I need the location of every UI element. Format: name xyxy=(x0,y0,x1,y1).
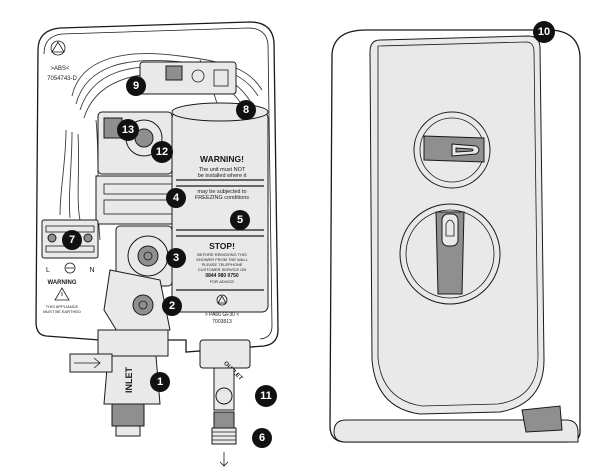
callout-10: 10 xyxy=(533,21,555,43)
callout-3: 3 xyxy=(166,248,186,268)
open-shower-unit: >ABS< 7054743-D xyxy=(35,21,279,467)
terminal-earth-label: L xyxy=(46,267,50,274)
warning-triangle-icon xyxy=(54,287,70,301)
callout-1-label: 1 xyxy=(157,376,163,388)
callout-9: 9 xyxy=(126,76,146,96)
callout-5-label: 5 xyxy=(237,214,243,226)
callout-13-label: 13 xyxy=(122,124,134,136)
callout-5: 5 xyxy=(230,210,250,230)
callout-4-label: 4 xyxy=(173,192,180,204)
heater-tank: WARNING! The unit must NOT be installed … xyxy=(171,102,269,325)
callout-13: 13 xyxy=(117,119,139,141)
outlet-connection: OUTLET xyxy=(199,339,251,467)
callout-11-label: 11 xyxy=(260,390,272,402)
callout-12-label: 12 xyxy=(156,146,168,158)
part-code: 7054743-D xyxy=(47,76,77,82)
callout-10-label: 10 xyxy=(538,26,550,38)
callout-7: 7 xyxy=(62,230,82,250)
tank-stop-line-4: CUSTOMER SERVICE ON xyxy=(198,267,247,272)
tank-warning-title: WARNING! xyxy=(200,154,244,164)
top-assembly xyxy=(139,61,237,95)
callout-2: 2 xyxy=(162,296,182,316)
callout-8: 8 xyxy=(236,100,256,120)
callout-1: 1 xyxy=(150,372,170,392)
tank-warning-line-4: FREEZING conditions xyxy=(195,195,249,201)
tank-stop-title: STOP! xyxy=(209,241,235,251)
tank-warning-line-3: may be subjected to xyxy=(197,189,246,195)
callout-8-label: 8 xyxy=(243,104,249,116)
callout-11: 11 xyxy=(255,385,277,407)
callout-6: 6 xyxy=(252,428,272,448)
inlet-connection: INLET xyxy=(69,329,169,437)
tank-material: > PA66 GF30 < xyxy=(205,312,239,318)
recycle-code: >ABS< xyxy=(50,66,70,72)
backplate xyxy=(35,21,279,353)
closed-shower-unit xyxy=(329,29,581,443)
cover-base xyxy=(333,419,579,443)
appliance-note-1: THIS APPLIANCE xyxy=(46,304,79,309)
tank-warning-line-2: be installed where it xyxy=(198,173,247,179)
appliance-note-2: MUST BE EARTHED xyxy=(43,309,81,314)
temperature-knob xyxy=(413,111,491,189)
callout-2-label: 2 xyxy=(169,300,175,312)
tank-code: 7003813 xyxy=(212,319,232,325)
callout-4: 4 xyxy=(166,188,186,208)
tank-stop-line-5: 0844 980 0750 xyxy=(205,273,239,279)
outlet-nub xyxy=(521,405,563,433)
callout-12: 12 xyxy=(151,141,173,163)
tank-stop-line-1: BEFORE REMOVING THIS xyxy=(197,252,247,257)
terminal-neutral-label: N xyxy=(89,267,94,274)
callout-6-label: 6 xyxy=(259,432,265,444)
tank-recycle-icon xyxy=(216,294,228,306)
callout-3-label: 3 xyxy=(173,252,179,264)
recycle-icon xyxy=(50,40,66,56)
tank-stop-line-6: FOR ADVICE xyxy=(210,279,235,284)
tank-stop-line-3: PLEASE TELEPHONE xyxy=(202,262,243,267)
flow-knob xyxy=(399,203,501,305)
tank-warning-line-1: The unit must NOT xyxy=(199,167,246,173)
callout-9-label: 9 xyxy=(133,80,139,92)
callout-7-label: 7 xyxy=(69,234,75,246)
inlet-label: INLET xyxy=(124,366,134,393)
warning-label: WARNING xyxy=(48,280,77,286)
tank-stop-line-2: SHOWER FROM THE WALL xyxy=(196,257,249,262)
